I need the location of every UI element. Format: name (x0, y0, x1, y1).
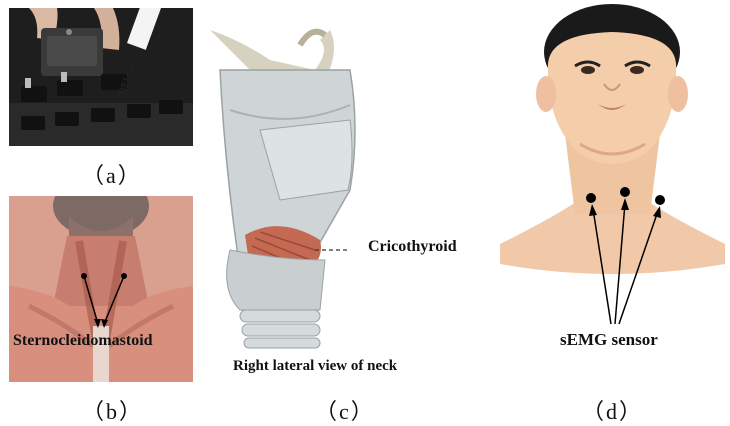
neck-muscle-illustration (9, 196, 193, 382)
panel-b-anatomy: Sternocleidomastoid (9, 196, 193, 382)
panel-d-sensor-placement: sEMG sensor (500, 4, 725, 364)
sternocleidomastoid-label: Sternocleidomastoid (13, 332, 153, 350)
larynx-view-subtitle: Right lateral view of neck (233, 358, 397, 375)
panel-c-larynx: Cricothyroid Right lateral view of neck (200, 10, 470, 370)
panel-a-photo: DELSYS (9, 8, 193, 146)
sensor-device-photo (9, 8, 193, 146)
cricothyroid-label: Cricothyroid (368, 238, 457, 256)
sensor-arrows (500, 4, 725, 364)
caption-a: （a） (82, 158, 142, 190)
caption-d: （d） (582, 394, 643, 426)
caption-c: （c） (315, 394, 375, 426)
larynx-illustration (200, 10, 470, 350)
caption-b: （b） (82, 394, 143, 426)
semg-sensor-label: sEMG sensor (560, 330, 658, 350)
